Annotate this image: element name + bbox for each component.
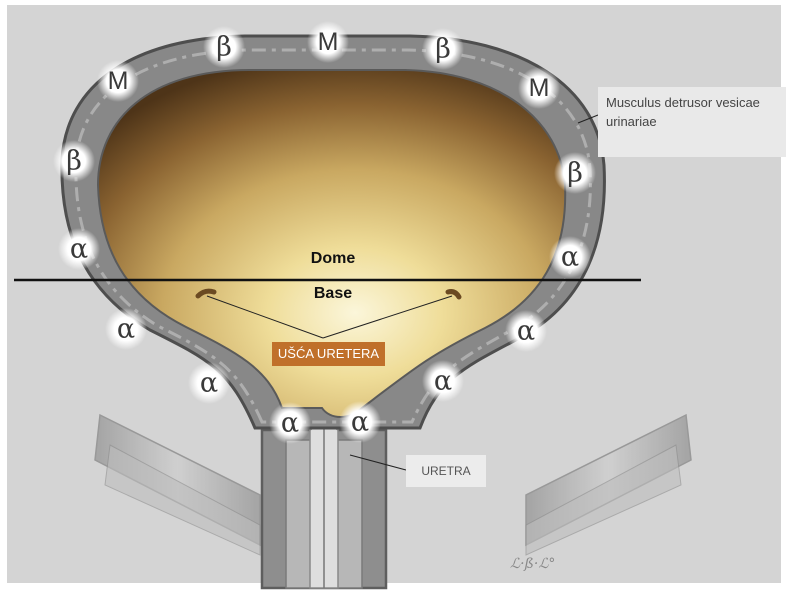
artist-signature: ℒ·ß·ℒ°	[510, 556, 555, 572]
svg-text:β: β	[216, 32, 232, 63]
svg-text:α: α	[517, 316, 535, 347]
urethra-tube	[262, 425, 386, 588]
detrusor-callout: Musculus detrusor vesicae urinariae	[598, 87, 786, 157]
svg-text:α: α	[561, 242, 579, 273]
svg-text:β: β	[567, 158, 583, 189]
svg-text:β: β	[66, 146, 82, 177]
beta-marker: β	[203, 26, 245, 68]
svg-text:α: α	[117, 314, 135, 345]
alpha-marker: α	[58, 228, 100, 270]
beta-marker: β	[554, 152, 596, 194]
alpha-marker: α	[505, 310, 547, 352]
muscarinic-marker: M	[307, 21, 349, 63]
svg-text:M: M	[318, 28, 339, 56]
base-label: Base	[293, 285, 373, 303]
dome-label: Dome	[293, 250, 373, 268]
muscarinic-marker: M	[518, 67, 560, 109]
ureteral-orifices-callout: UŠĆA URETERA	[272, 342, 385, 366]
svg-text:α: α	[70, 234, 88, 265]
alpha-marker: α	[422, 360, 464, 402]
svg-text:α: α	[434, 366, 452, 397]
beta-marker: β	[422, 28, 464, 70]
alpha-marker: α	[105, 308, 147, 350]
alpha-marker: α	[339, 401, 381, 443]
muscarinic-marker: M	[97, 60, 139, 102]
urethra-callout: URETRA	[406, 455, 486, 487]
svg-text:α: α	[351, 407, 369, 438]
svg-text:M: M	[108, 67, 129, 95]
svg-text:α: α	[200, 368, 218, 399]
beta-marker: β	[53, 140, 95, 182]
alpha-marker: α	[549, 236, 591, 278]
svg-text:M: M	[529, 74, 550, 102]
alpha-marker: α	[188, 362, 230, 404]
svg-text:β: β	[435, 34, 451, 65]
alpha-marker: α	[269, 402, 311, 444]
svg-text:α: α	[281, 408, 299, 439]
